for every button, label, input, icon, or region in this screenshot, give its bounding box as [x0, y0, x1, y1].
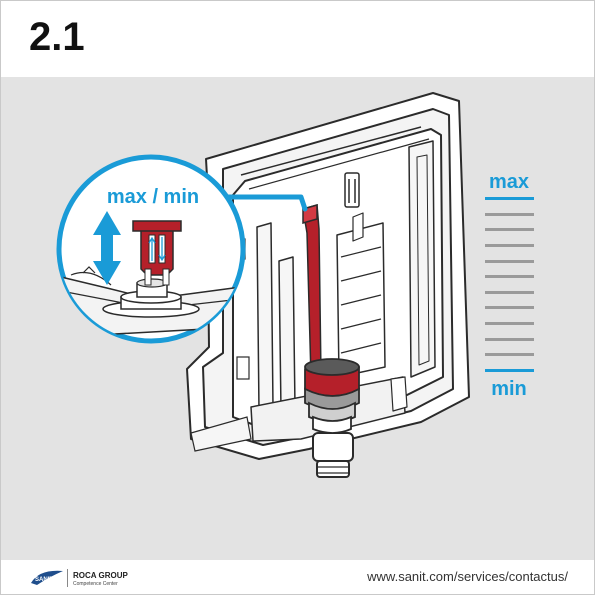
- footer-url: www.sanit.com/services/contactus/: [367, 569, 568, 584]
- scale-gray-line: [485, 260, 534, 263]
- callout-label: max / min: [107, 186, 199, 208]
- footer: SANIT ROCA GROUP Competence Center www.s…: [1, 560, 594, 594]
- header: 2.1: [1, 1, 594, 77]
- scale-gray-line: [485, 275, 534, 278]
- step-number: 2.1: [29, 15, 85, 59]
- scale-gray-line: [485, 244, 534, 247]
- scale-gray-line: [485, 322, 534, 325]
- valve-detail: [60, 220, 242, 338]
- scale-max-line: [485, 197, 534, 200]
- overflow-bracket: [344, 172, 360, 208]
- cistern-illustration: max / min max min: [56, 92, 534, 478]
- scale-min-line: [485, 369, 534, 372]
- brand-block: ROCA GROUP Competence Center: [73, 571, 128, 589]
- scale-gray-line: [485, 353, 534, 356]
- scale-gray-line: [485, 338, 534, 341]
- logo-mark: SANIT: [31, 570, 63, 585]
- logo-divider: [67, 569, 68, 587]
- callout-bubble: max / min: [56, 154, 308, 344]
- up-down-arrow-icon: [93, 211, 121, 285]
- scale-min-label: min: [491, 378, 527, 400]
- brand-subtitle: Competence Center: [73, 581, 118, 587]
- scale-gray-line: [485, 306, 534, 309]
- water-level-scale: max min: [485, 171, 534, 400]
- brand-name: ROCA GROUP: [73, 571, 128, 580]
- scale-max-label: max: [489, 171, 529, 193]
- scale-gray-line: [485, 228, 534, 231]
- scale-gray-line: [485, 213, 534, 216]
- illustration-panel: max / min max min: [1, 77, 594, 560]
- flush-valve: [304, 358, 360, 434]
- logo-text: SANIT: [35, 577, 53, 583]
- cistern-body: [186, 92, 470, 478]
- sanit-logo-icon: SANIT ROCA GROUP Competence Center: [29, 567, 139, 589]
- scale-gray-line: [485, 291, 534, 294]
- scale-gray-lines: [485, 213, 534, 356]
